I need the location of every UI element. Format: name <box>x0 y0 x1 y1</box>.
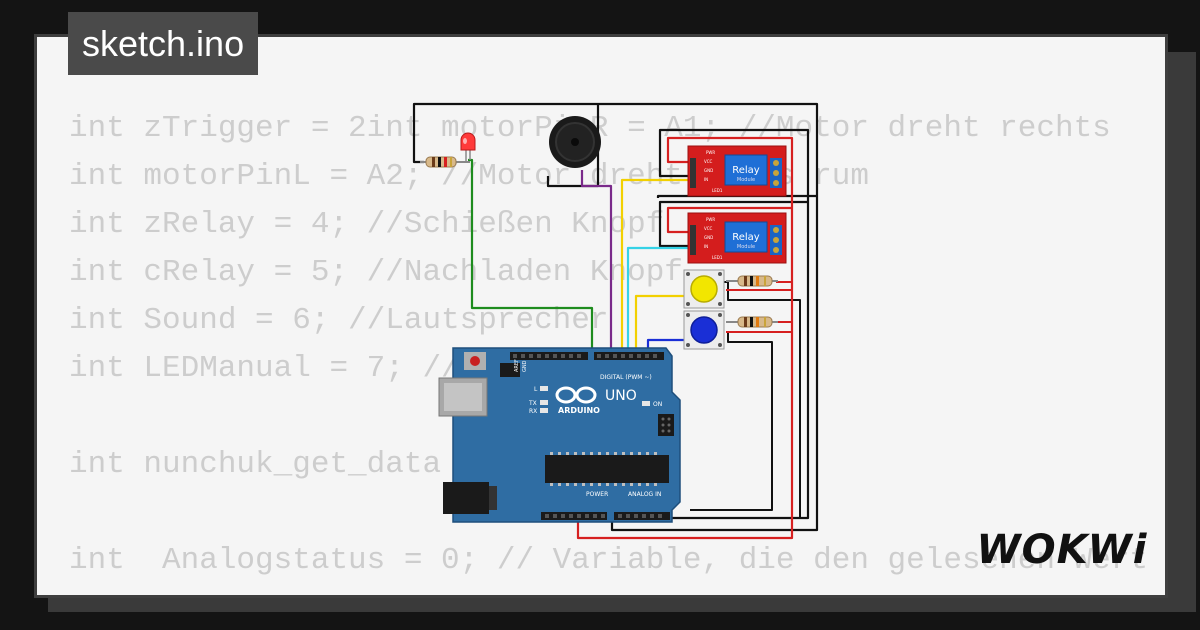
wire-yellow <box>620 178 700 354</box>
arduino-logo <box>555 386 597 404</box>
digital-label: DIGITAL (PWM ~) <box>600 374 652 381</box>
power-header <box>541 512 607 520</box>
code-line: int cRelay = 5; //Nachladen Knopf <box>69 255 683 290</box>
rx-led-label: RX <box>529 408 537 415</box>
arduino-uno-board: AREF GND DIGITAL (PWM ~) L TX RX ARDUINO… <box>438 347 681 523</box>
wire-yellow <box>634 294 684 354</box>
code-preview-card: int zTrigger = 2int motorPinR = A1; //Mo… <box>34 34 1168 598</box>
code-line: int zRelay = 4; //Schießen Knopf <box>69 207 665 242</box>
pin-label-gnd: GND <box>522 360 528 372</box>
led <box>460 132 476 151</box>
pushbutton-blue[interactable] <box>683 310 725 350</box>
relay-module-1: Relay Module PWR VCC GND IN LED1 <box>687 145 787 197</box>
code-line: int nunchuk_get_data <box>69 447 442 482</box>
relay-2-pin: VCC <box>704 226 713 231</box>
wire-cyan <box>626 246 700 354</box>
analog-label: ANALOG IN <box>628 491 661 498</box>
led-assembly <box>420 132 476 168</box>
relay-2-pin: IN <box>704 244 708 249</box>
wire-black <box>658 200 808 248</box>
arduino-model: UNO <box>605 388 637 404</box>
relay-1-pin: IN <box>704 177 708 182</box>
code-block: int zTrigger = 2int motorPinR = A1; //Mo… <box>69 105 1148 585</box>
relay-2-sub: Module <box>737 244 755 250</box>
wire-green <box>468 158 594 354</box>
relay-1-pin: LED1 <box>712 188 723 193</box>
power-label: POWER <box>586 491 608 498</box>
wire-purple <box>580 170 613 354</box>
resistor-1 <box>726 275 778 287</box>
relay-2-pin: GND <box>704 235 713 240</box>
buzzer <box>549 116 601 168</box>
resistor-2 <box>726 316 778 328</box>
code-line: int Analogstatus = 0; // Variable, die d… <box>69 543 1148 578</box>
reset-button <box>470 356 480 366</box>
relay-1-sub: Module <box>737 177 755 183</box>
relay-1-pin: GND <box>704 168 713 173</box>
wokwi-logo: WOKWi <box>977 527 1148 573</box>
power-jack <box>443 482 489 514</box>
relay-2-pin: PWR <box>706 217 715 222</box>
pin-label-aref: AREF <box>514 359 520 372</box>
wire-red <box>666 206 792 234</box>
relay-module-2: Relay Module PWR VCC GND IN LED1 <box>687 212 787 264</box>
relay-1-label: Relay <box>732 165 760 176</box>
relay-1-pin: VCC <box>704 159 713 164</box>
on-led-label: ON <box>653 401 662 408</box>
l-led-label: L <box>534 386 538 393</box>
code-line: int LEDManual = 7; // <box>69 351 460 386</box>
relay-2-label: Relay <box>732 232 760 243</box>
file-tab[interactable]: sketch.ino <box>68 12 259 75</box>
pushbutton-yellow[interactable] <box>683 269 725 309</box>
wire-black <box>412 102 819 532</box>
code-line: int zTrigger = 2int motorPinR = A1; //Mo… <box>69 111 1111 146</box>
code-line: int motorPinL = A2; //Motor dreht links … <box>69 159 869 194</box>
relay-2-pin: LED1 <box>712 255 723 260</box>
tx-led-label: TX <box>528 400 537 407</box>
arduino-brand: ARDUINO <box>558 406 600 415</box>
wire-red <box>576 136 794 540</box>
relay-1-pin: PWR <box>706 150 715 155</box>
microcontroller-chip <box>545 455 669 483</box>
wire-black <box>690 332 773 511</box>
wokwi-logo-text: WOKWi <box>977 527 1148 573</box>
